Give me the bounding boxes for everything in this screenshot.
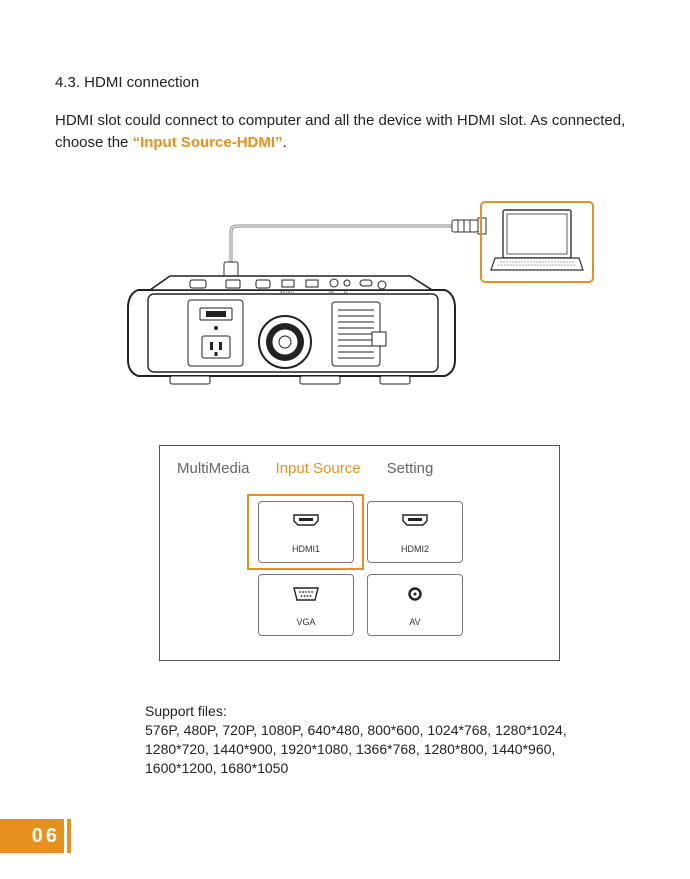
menu-tabs: MultiMedia Input Source Setting: [177, 460, 433, 477]
input-source-menu: MultiMedia Input Source Setting HDMI1 HD…: [159, 445, 560, 661]
input-source-highlight: “Input Source-HDMI”: [132, 134, 283, 151]
port-ir: [359, 279, 373, 287]
support-files-line: 1600*1200, 1680*1050: [145, 760, 289, 776]
support-files: Support files: 576P, 480P, 720P, 1080P, …: [145, 702, 567, 778]
hdmi-port-icon: [402, 514, 428, 526]
intro-end: .: [282, 134, 287, 151]
source-label-hdmi1: HDMI1: [291, 544, 320, 554]
selection-highlight: [247, 494, 364, 570]
source-tile-hdmi2[interactable]: HDMI2: [367, 501, 463, 563]
vent-grille: [331, 301, 381, 367]
source-label-av: AV: [409, 617, 421, 627]
tab-multimedia[interactable]: MultiMedia: [177, 460, 250, 477]
source-tile-vga[interactable]: VGA: [258, 574, 354, 636]
port-audio: [343, 279, 351, 287]
port-hdmi-2: [225, 279, 241, 289]
port-label-audio: Ω: [344, 289, 347, 294]
port-usb-2: [281, 279, 295, 288]
laptop-highlight-box: [480, 201, 594, 283]
port-label-av: AV: [329, 289, 334, 294]
source-label-vga: VGA: [296, 617, 316, 627]
intro-text: HDMI slot could connect to computer and …: [55, 112, 626, 151]
tab-input-source[interactable]: Input Source: [275, 460, 361, 477]
support-files-line: 1280*720, 1440*900, 1920*1080, 1366*768,…: [145, 741, 556, 757]
source-tile-av[interactable]: AV: [367, 574, 463, 636]
page-number: 06: [0, 819, 64, 853]
port-av: [329, 278, 339, 288]
intro-paragraph: HDMI slot could connect to computer and …: [55, 110, 655, 154]
support-files-title: Support files:: [145, 703, 227, 719]
vga-port-icon: [293, 587, 319, 601]
support-files-line: 576P, 480P, 720P, 1080P, 640*480, 800*60…: [145, 722, 567, 738]
av-jack-icon: [408, 587, 422, 601]
port-hdmi-1: [189, 279, 207, 289]
port-usb-3: [305, 279, 319, 288]
power-led: [377, 280, 387, 290]
port-usb: [255, 279, 271, 289]
power-socket-icon: [201, 335, 231, 359]
port-label-5v: 5V OUT: [280, 289, 295, 294]
hdmi-port-icon: [293, 514, 319, 526]
tab-setting[interactable]: Setting: [386, 460, 434, 477]
source-tile-hdmi1[interactable]: HDMI1: [258, 501, 354, 563]
laptop-icon: [490, 209, 584, 271]
hdmi-cable: [229, 224, 452, 262]
hdmi-connection-diagram: 5V OUT AV Ω: [127, 201, 594, 385]
page-number-bar: [67, 819, 71, 853]
source-label-hdmi2: HDMI2: [400, 544, 429, 554]
projector-icon: 5V OUT AV Ω: [127, 275, 456, 385]
section-heading: 4.3. HDMI connection: [55, 74, 200, 91]
